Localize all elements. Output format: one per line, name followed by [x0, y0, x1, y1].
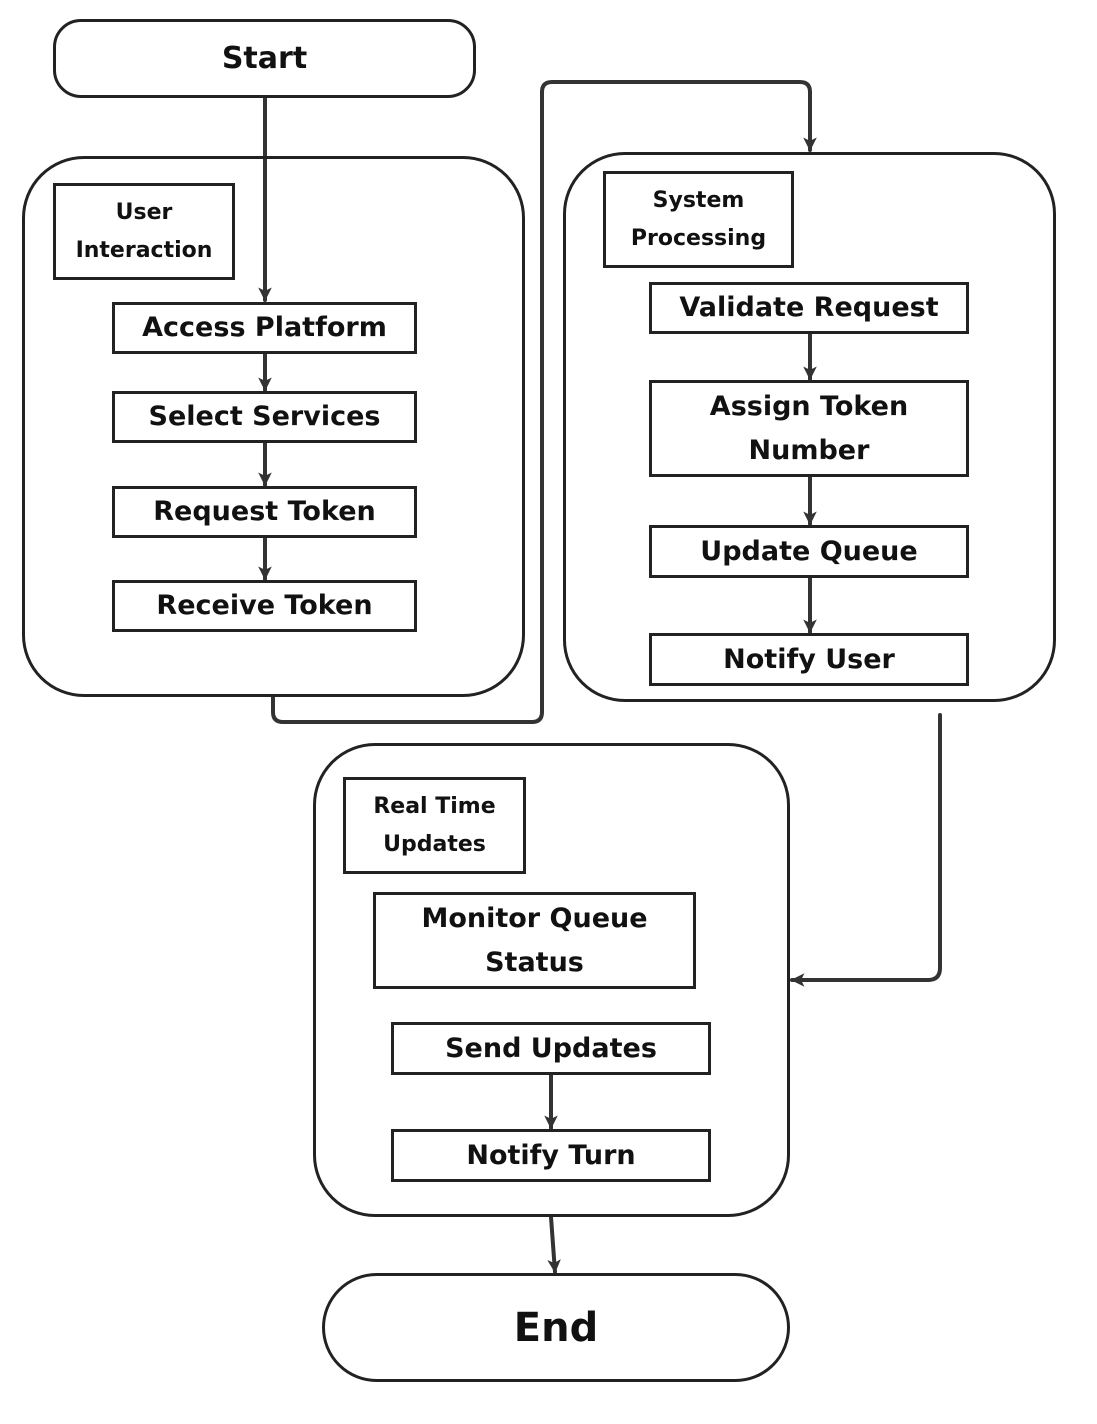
step-notify-turn: Notify Turn	[391, 1129, 711, 1182]
end-node: End	[322, 1273, 790, 1382]
arrow-realtime-to-end	[547, 1215, 561, 1274]
step-assign-token-number: Assign Token Number	[649, 380, 969, 477]
user-interaction-lane	[22, 156, 525, 697]
real-time-updates-title: Real Time Updates	[343, 777, 526, 874]
arrow-user-to-system	[271, 80, 817, 724]
start-label: Start	[221, 41, 308, 76]
step-select-services: Select Services	[112, 391, 417, 443]
user-interaction-title: User Interaction	[53, 183, 235, 280]
step-send-updates: Send Updates	[391, 1022, 711, 1075]
start-node: Start	[53, 19, 476, 98]
real-time-updates-lane	[313, 743, 790, 1217]
step-receive-token: Receive Token	[112, 580, 417, 632]
step-monitor-queue-status: Monitor Queue Status	[373, 892, 696, 989]
arrow-system-to-realtime	[790, 713, 942, 987]
step-request-token: Request Token	[112, 486, 417, 538]
step-access-platform: Access Platform	[112, 302, 417, 354]
step-update-queue: Update Queue	[649, 525, 969, 578]
end-label: End	[513, 1304, 599, 1351]
step-validate-request: Validate Request	[649, 282, 969, 334]
system-processing-title: System Processing	[603, 171, 794, 268]
step-notify-user: Notify User	[649, 633, 969, 686]
system-processing-lane	[563, 152, 1056, 702]
